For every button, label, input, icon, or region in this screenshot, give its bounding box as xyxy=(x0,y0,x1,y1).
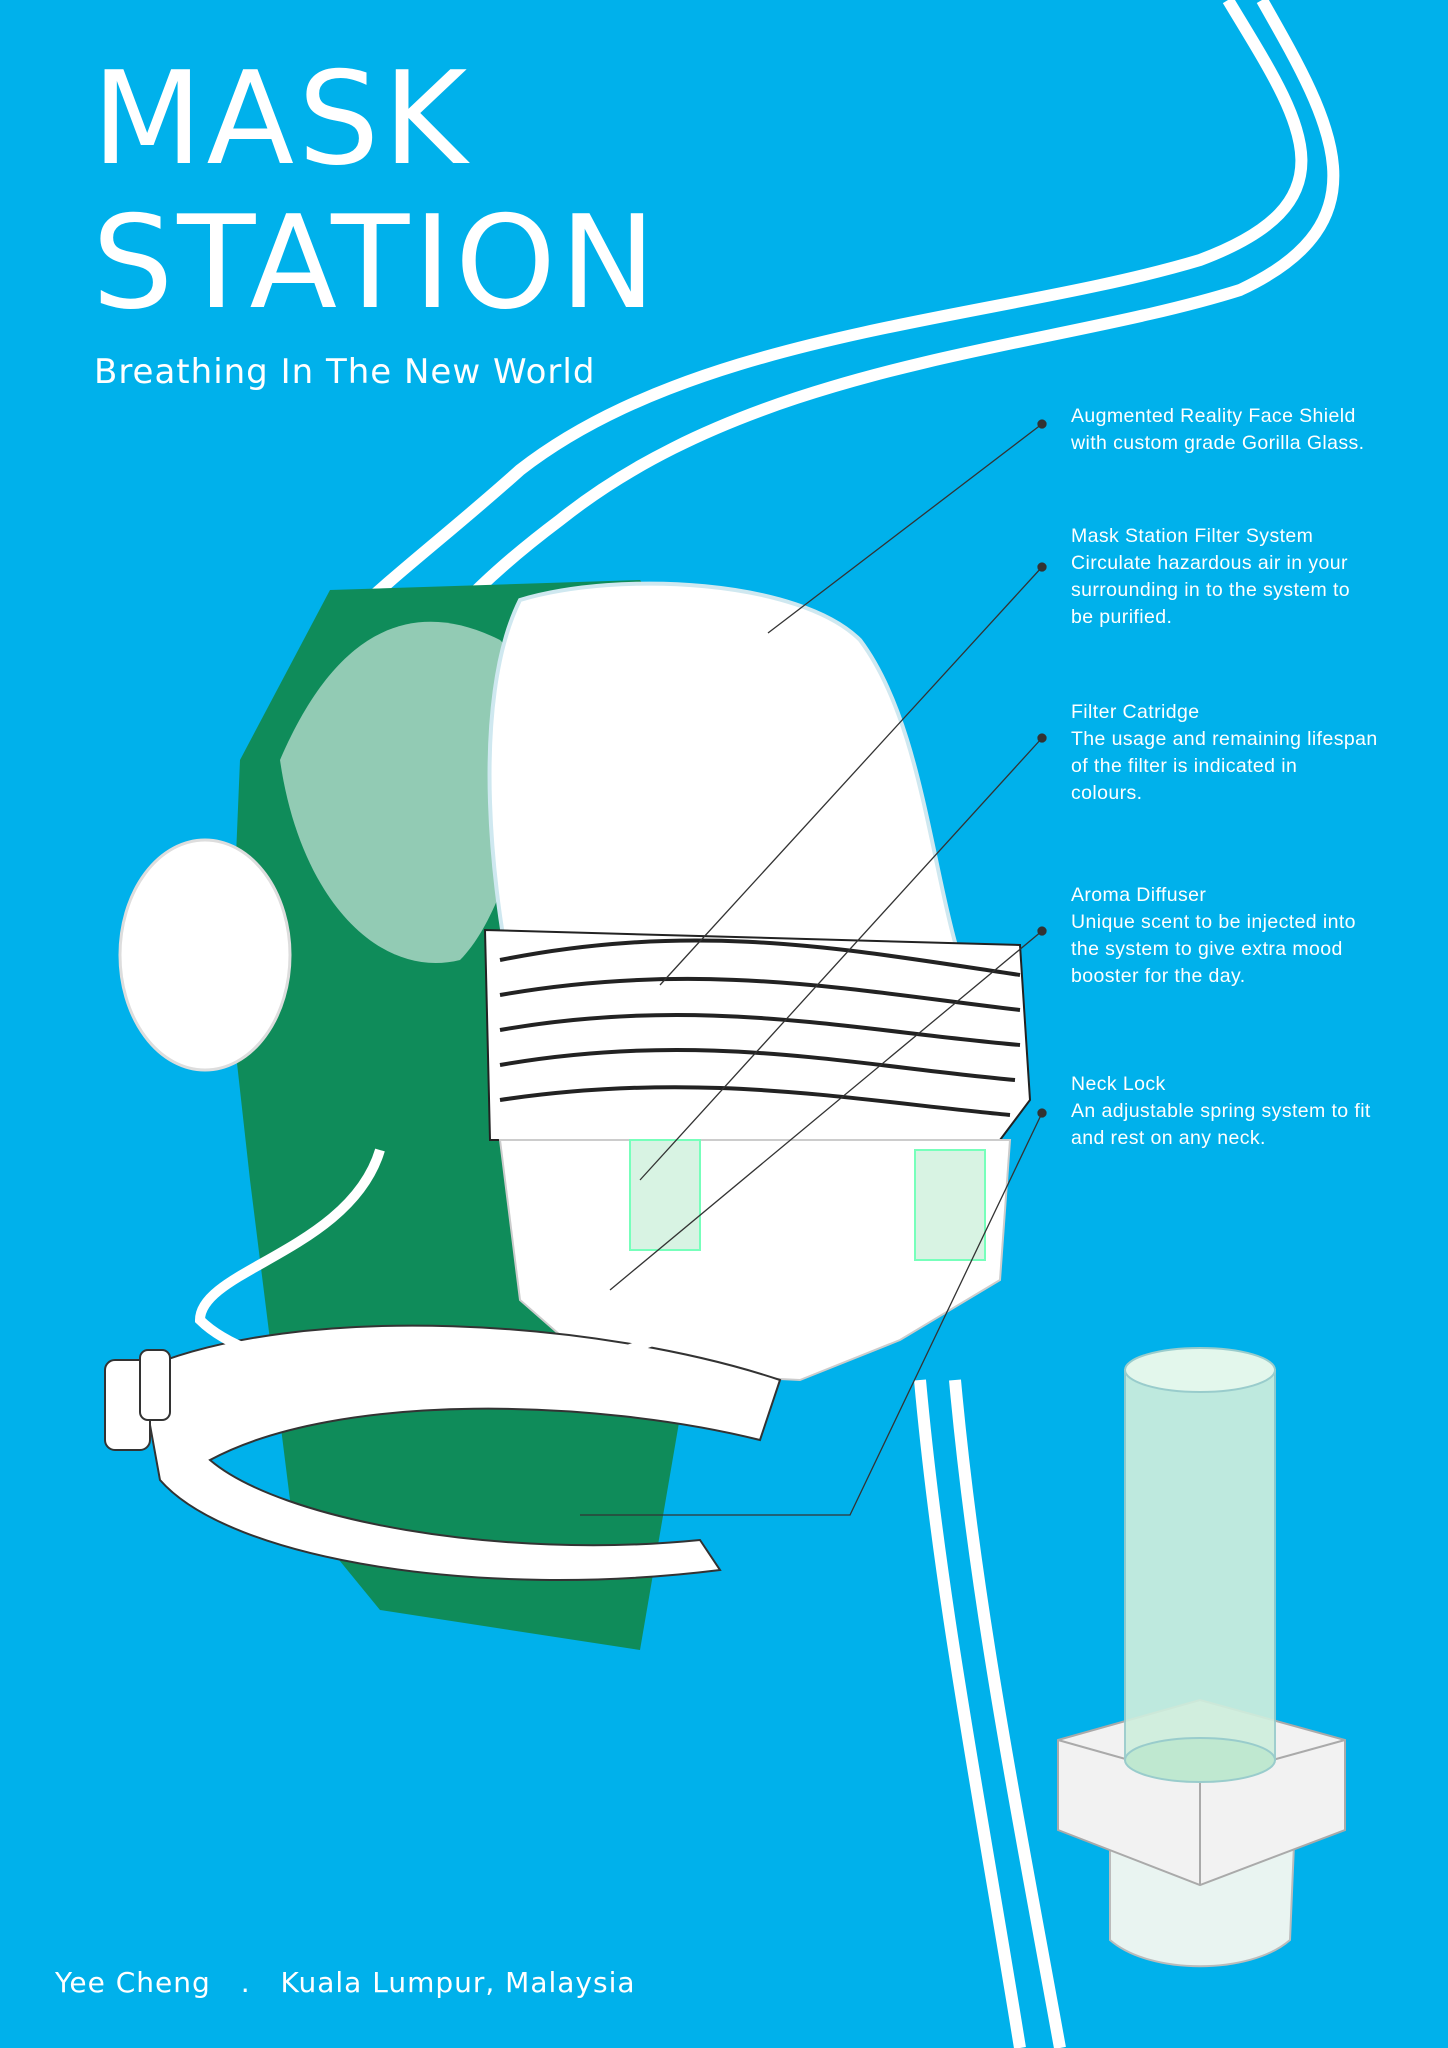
annotation-neck-lock: Neck Lock An adjustable spring system to… xyxy=(1071,1071,1443,1152)
location: Kuala Lumpur, Malaysia xyxy=(280,1966,636,1999)
annotation-filter-system: Mask Station Filter System Circulate haz… xyxy=(1071,523,1443,631)
leader-lines xyxy=(580,419,1047,1516)
helmet-illustration xyxy=(104,580,1032,1650)
author-name: Yee Cheng xyxy=(55,1966,211,1999)
footer-credit: Yee Cheng . Kuala Lumpur, Malaysia xyxy=(55,1966,656,1999)
tube-lines xyxy=(274,0,1340,2048)
poster-subtitle: Breathing In The New World xyxy=(94,352,596,392)
neck-lock-ring xyxy=(138,1324,782,1581)
annotation-body: Circulate hazardous air in your surround… xyxy=(1071,552,1351,628)
filter-cartridge-illustration xyxy=(1057,1347,1346,1968)
annotation-heading: Augmented Reality Face Shield xyxy=(1071,405,1356,427)
separator-dot: . xyxy=(240,1966,251,1999)
annotation-body: Unique scent to be injected into the sys… xyxy=(1071,911,1356,987)
ear-disc xyxy=(118,838,292,1072)
annotation-face-shield: Augmented Reality Face Shield with custo… xyxy=(1071,403,1443,457)
poster-title-line-2: STATION xyxy=(92,189,660,338)
face-shield xyxy=(487,581,963,1023)
annotation-filter-cartridge: Filter Catridge The usage and remaining … xyxy=(1071,699,1443,807)
annotation-heading: Filter Catridge xyxy=(1071,701,1200,723)
annotation-heading: Neck Lock xyxy=(1071,1073,1166,1095)
poster-title-line-1: MASK xyxy=(92,45,472,194)
annotation-body: with custom grade Gorilla Glass. xyxy=(1071,432,1365,454)
annotation-heading: Aroma Diffuser xyxy=(1071,884,1207,906)
annotation-body: The usage and remaining lifespan of the … xyxy=(1071,728,1378,804)
annotation-heading: Mask Station Filter System xyxy=(1071,525,1314,547)
lower-face xyxy=(498,1139,1012,1382)
annotation-body: An adjustable spring system to fit and r… xyxy=(1071,1100,1371,1149)
annotation-aroma-diffuser: Aroma Diffuser Unique scent to be inject… xyxy=(1071,882,1443,990)
